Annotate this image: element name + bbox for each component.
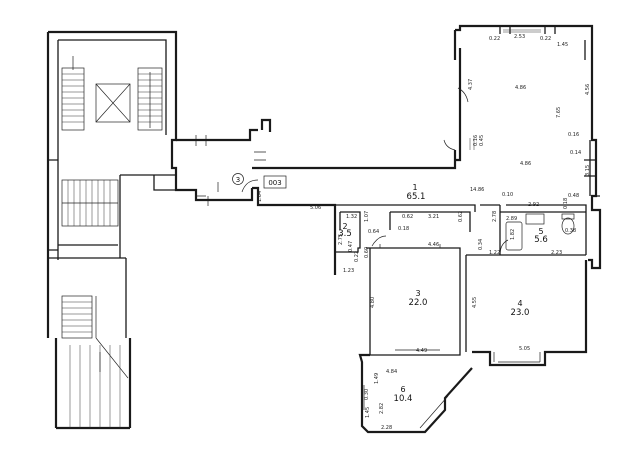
dim-label: 4.80 xyxy=(370,297,376,308)
apartment-code: 003 xyxy=(268,179,281,187)
dim-label: 3.21 xyxy=(428,214,439,220)
dimension-labels: 0.22 2.53 0.22 1.45 4.37 4.86 7.65 4.56 … xyxy=(257,34,591,431)
dim-label: 0.16 xyxy=(568,132,579,138)
dim-label: 2.89 xyxy=(506,216,517,222)
dim-label: 4.37 xyxy=(468,79,474,90)
dim-label: 2.75 xyxy=(338,234,344,245)
dim-label: 0.45 xyxy=(479,135,485,146)
dim-label: 7.65 xyxy=(556,107,562,118)
dim-label: 4.56 xyxy=(585,84,591,95)
room-2-area: 3.5 xyxy=(338,229,352,239)
room-4-number: 4 xyxy=(517,299,522,308)
dim-label: 2.78 xyxy=(492,211,498,222)
dim-label: 5.05 xyxy=(519,346,530,352)
dim-label: 4.49 xyxy=(416,348,427,354)
dim-label: 0.47 xyxy=(348,241,354,252)
dim-label: 1.45 xyxy=(557,42,568,48)
room-3-area: 22.0 xyxy=(409,298,428,308)
dim-label: 0.64 xyxy=(368,229,379,235)
dim-label: 4.84 xyxy=(386,369,397,375)
dim-label: 5.06 xyxy=(310,205,321,211)
dim-label: 2.82 xyxy=(379,403,385,414)
dim-label: 0.18 xyxy=(563,198,569,209)
room-2-number: 2 xyxy=(342,222,347,231)
dim-label: 0.60 xyxy=(364,247,370,258)
dim-label: 1.64 xyxy=(257,191,263,202)
dim-label: 1.23 xyxy=(343,268,354,274)
dim-label: 0.62 xyxy=(402,214,413,220)
room-1-area: 65.1 xyxy=(407,192,426,202)
dim-label: 0.18 xyxy=(398,226,409,232)
dim-label: 4.86 xyxy=(515,85,526,91)
dim-label: 0.48 xyxy=(568,193,579,199)
dim-label: 4.55 xyxy=(472,297,478,308)
corridor xyxy=(153,128,457,275)
dim-label: 4.86 xyxy=(520,161,531,167)
dim-label: 1.32 xyxy=(346,214,357,220)
room-labels: 1 65.1 2 3.5 3 22.0 4 23.0 5 5.6 6 10.4 xyxy=(338,183,548,404)
dim-label: 0.62 xyxy=(458,211,464,222)
stair-flight-top xyxy=(61,56,163,131)
dim-label: 1.82 xyxy=(510,229,516,240)
room-6-number: 6 xyxy=(400,385,405,394)
dim-label: 0.22 xyxy=(540,36,551,42)
dim-label: 2.23 xyxy=(551,250,562,256)
dim-label: 1.45 xyxy=(365,407,371,418)
dim-label: 1.49 xyxy=(374,373,380,384)
dim-label: 0.38 xyxy=(565,228,576,234)
stair-flight-middle xyxy=(61,179,119,227)
room-5-number: 5 xyxy=(538,227,543,236)
entrance-marker: 3 xyxy=(232,173,244,185)
dim-label: 3.15 xyxy=(585,165,591,176)
dim-label: 0.16 xyxy=(473,135,479,146)
apartment-shell xyxy=(260,24,602,434)
dim-label: 0.22 xyxy=(354,251,360,262)
dim-label: 0.10 xyxy=(502,192,513,198)
dim-label: 1.22 xyxy=(489,250,500,256)
dim-label: 0.34 xyxy=(478,239,484,250)
room-3-number: 3 xyxy=(415,289,420,298)
apartment-code-box: 003 xyxy=(263,175,287,189)
dim-label: 2.28 xyxy=(381,425,392,431)
stair-flight-lower xyxy=(61,295,129,428)
dim-label: 1.07 xyxy=(364,211,370,222)
dim-label: 4.46 xyxy=(428,242,439,248)
dim-label: 0.14 xyxy=(570,150,581,156)
room-6-area: 10.4 xyxy=(394,394,413,404)
room-5-area: 5.6 xyxy=(534,235,548,245)
dim-label: 0.22 xyxy=(489,36,500,42)
dim-label: 2.92 xyxy=(528,202,539,208)
room-1-number: 1 xyxy=(412,183,417,192)
entrance-marker-number: 3 xyxy=(236,176,240,184)
dim-label: 14.86 xyxy=(470,187,484,193)
stairwell xyxy=(46,30,178,430)
partitions xyxy=(335,87,587,356)
dim-label: 2.53 xyxy=(514,34,525,40)
dim-label: 0.30 xyxy=(364,389,370,400)
room-4-area: 23.0 xyxy=(511,308,530,318)
